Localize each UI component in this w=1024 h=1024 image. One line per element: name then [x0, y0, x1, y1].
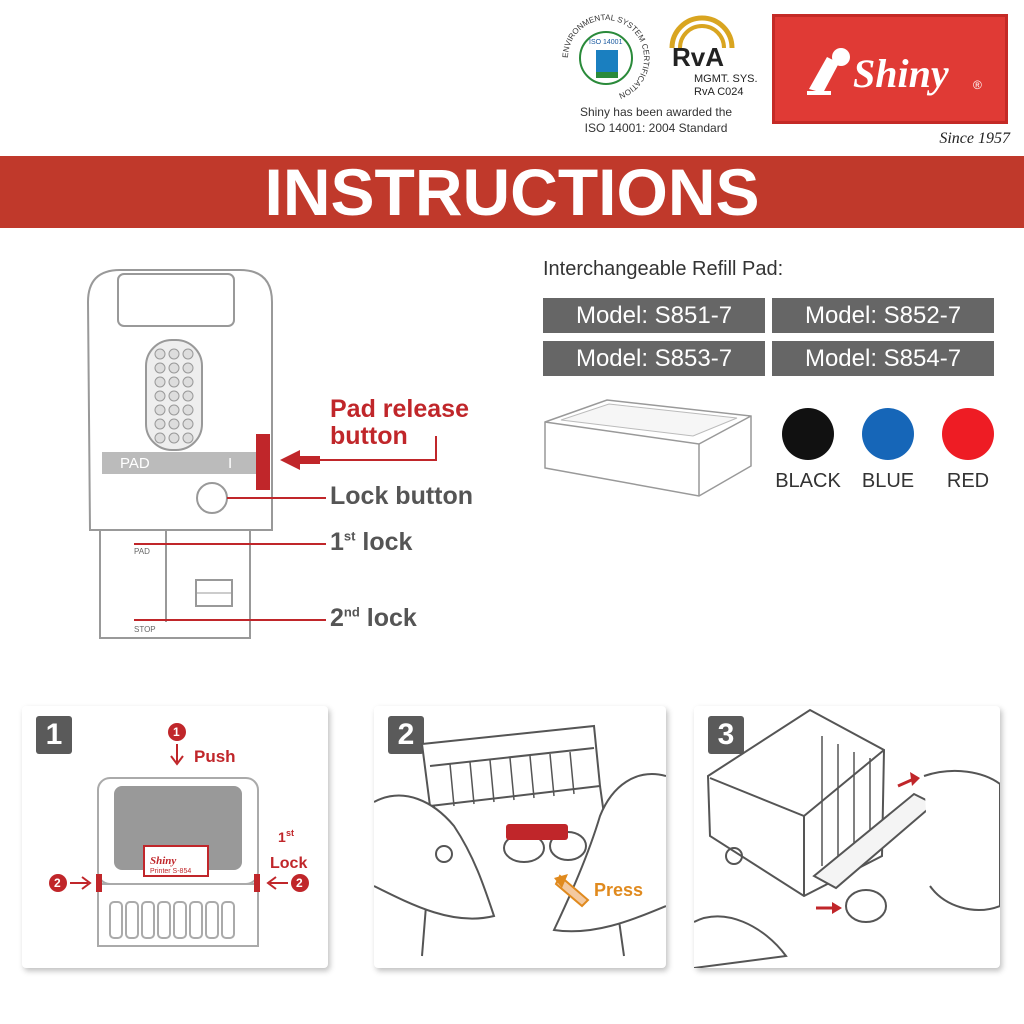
step-number: 2 — [388, 716, 424, 754]
svg-text:RvA: RvA — [672, 42, 724, 72]
model-s851-7: Model: S851-7 — [543, 298, 765, 333]
svg-text:Press: Press — [594, 880, 643, 900]
stamp-diagram: PAD I PAD STOP — [80, 262, 520, 652]
pad-release-label: Pad release button — [330, 395, 469, 450]
svg-text:I: I — [228, 455, 232, 472]
svg-text:Printer S-854: Printer S-854 — [150, 868, 191, 875]
step-2-panel: 2 Press — [374, 706, 666, 968]
red-ink-dot — [942, 408, 994, 460]
model-s853-7: Model: S853-7 — [543, 341, 765, 376]
cert-line-2: ISO 14001: 2004 Standard — [584, 121, 728, 135]
color-label-black: BLACK — [775, 470, 841, 492]
press-arrow-icon — [554, 874, 590, 908]
second-lock-label: 2nd lock — [330, 604, 417, 632]
step-number: 3 — [708, 716, 744, 754]
svg-text:Shiny: Shiny — [853, 51, 949, 96]
refill-pad-illustration — [543, 398, 753, 498]
model-s854-7: Model: S854-7 — [772, 341, 994, 376]
svg-text:Shiny: Shiny — [150, 855, 176, 867]
step-2-illustration — [374, 724, 666, 957]
left-squeeze-arrow-icon — [49, 874, 92, 892]
iso-certification-logo: ENVIRONMENTAL SYSTEM CERTIFICATION ISO 1… — [556, 8, 656, 108]
svg-text:Push: Push — [194, 747, 236, 766]
first-lock-label: 1st lock — [330, 528, 413, 556]
svg-text:1: 1 — [278, 829, 286, 845]
pad-release-button-shape — [506, 824, 568, 840]
cert-line-1: Shiny has been awarded the — [579, 105, 733, 119]
rva-logo: RvA MGMT. SYS. RvA C024 — [662, 8, 758, 104]
svg-text:PAD: PAD — [134, 547, 150, 556]
blue-ink-dot — [862, 408, 914, 460]
instructions-banner: INSTRUCTIONS — [0, 156, 1024, 228]
svg-text:PAD: PAD — [120, 455, 150, 472]
page-title: INSTRUCTIONS — [264, 155, 760, 229]
black-ink-dot — [782, 408, 834, 460]
pull-arrow-icon-lower — [816, 902, 842, 914]
step-1-illustration — [96, 777, 260, 947]
color-label-red: RED — [946, 470, 990, 492]
svg-text:STOP: STOP — [134, 625, 156, 634]
svg-text:ISO 14001: ISO 14001 — [589, 39, 623, 46]
svg-text:RvA C024: RvA C024 — [694, 86, 744, 98]
step-3-panel: 3 — [694, 706, 1000, 968]
push-arrow-icon — [168, 723, 186, 766]
model-s852-7: Model: S852-7 — [772, 298, 994, 333]
svg-text:Lock: Lock — [270, 855, 307, 872]
certification-statement: Shiny has been awarded the ISO 14001: 20… — [556, 104, 756, 136]
stamp-mascot-icon — [807, 48, 850, 95]
lock-button-label: Lock button — [330, 482, 474, 510]
svg-text:1: 1 — [173, 725, 180, 739]
arrow-left-icon — [280, 450, 320, 470]
step-1-panel: 1 1 Push Shiny Printer S-854 — [22, 706, 328, 968]
color-label-blue: BLUE — [861, 470, 915, 492]
step-number: 1 — [36, 716, 72, 754]
svg-text:2: 2 — [54, 876, 61, 890]
svg-text:®: ® — [973, 78, 982, 92]
right-squeeze-arrow-icon — [266, 874, 309, 892]
svg-text:MGMT. SYS.: MGMT. SYS. — [694, 73, 758, 85]
lock-button-shape — [196, 482, 228, 514]
svg-text:st: st — [286, 828, 294, 838]
pull-arrow-icon-upper — [897, 772, 920, 788]
shiny-logo: Shiny ® — [772, 14, 1008, 124]
step-3-illustration — [694, 708, 1000, 968]
pad-release-button-shape — [256, 434, 270, 490]
refill-title: Interchangeable Refill Pad: — [543, 258, 784, 280]
svg-text:2: 2 — [296, 876, 303, 890]
since-year: Since 1957 — [939, 130, 1010, 147]
